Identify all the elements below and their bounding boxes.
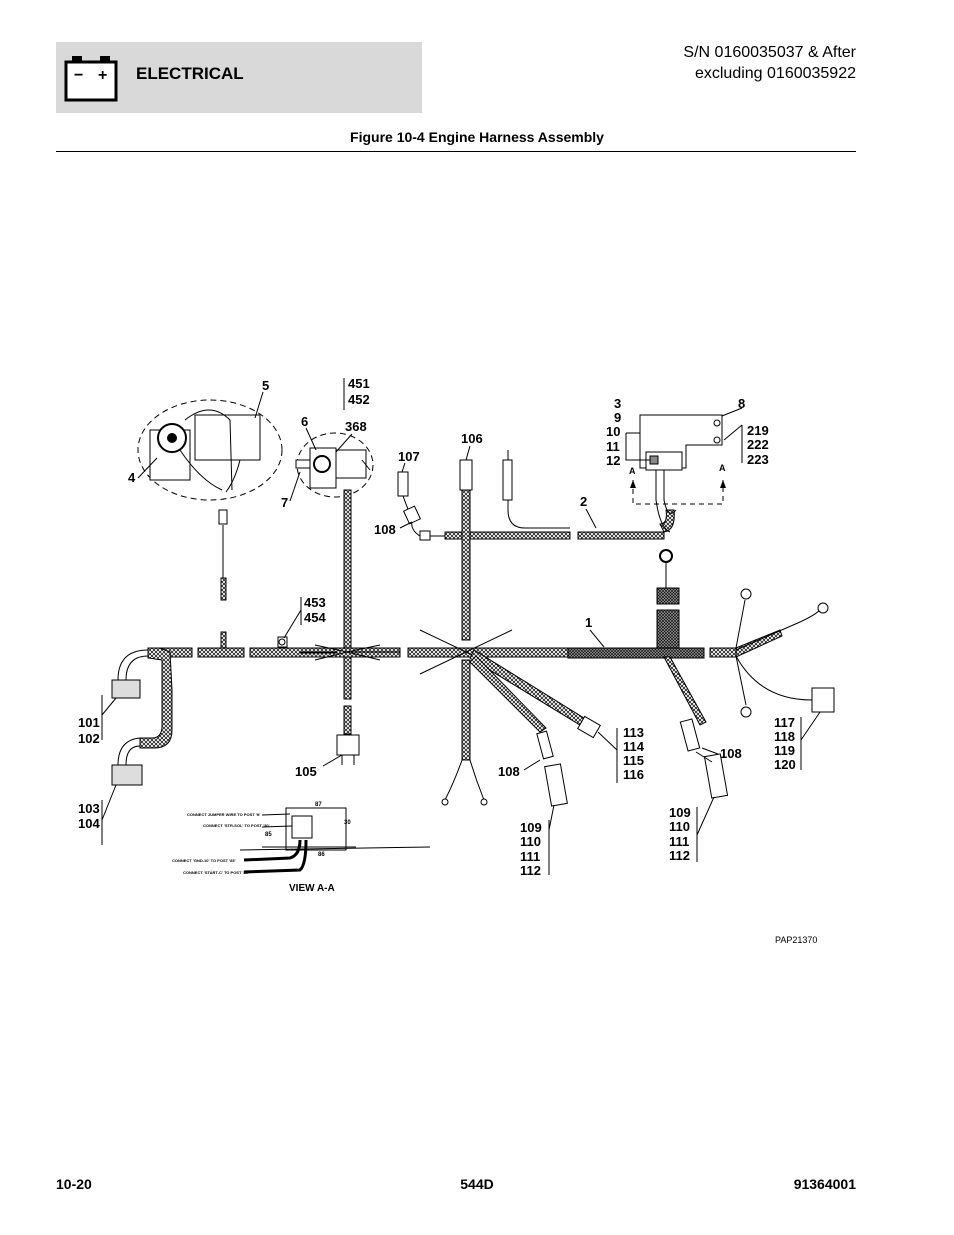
engine-harness-diagram: CONNECT JUMPER WIRE TO POST 'tt' CONNECT… [78,376,835,945]
post-30-label: 30 [344,820,351,826]
leader-lines [101,378,821,875]
drawing-number: PAP21370 [775,935,817,945]
ring-terminal-branch [656,549,680,649]
callout-110-right: 110 [669,819,690,834]
callout-105: 105 [295,764,317,779]
callout-223: 223 [747,452,769,467]
serial-line-2: excluding 0160035922 [694,65,856,82]
sensor-detail-4-5 [137,399,283,501]
callout-116: 116 [623,767,644,782]
right-fanout [735,588,835,718]
callout-108-mid: 108 [498,764,520,779]
callout-453: 453 [304,595,326,610]
callout-3: 3 [614,396,621,411]
battery-plus: + [98,67,107,84]
callout-1: 1 [585,615,592,630]
callout-219: 219 [747,423,769,438]
callout-108-top: 108 [374,522,396,537]
callout-8: 8 [738,396,745,411]
callout-109-right: 109 [669,805,691,820]
callout-104: 104 [78,816,100,831]
callout-110-left: 110 [520,834,541,849]
callout-112-left: 112 [520,863,541,878]
callout-452: 452 [348,392,370,407]
branch-106 [419,459,513,806]
model-number: 544D [460,1176,494,1192]
left-connector-branch [111,647,173,786]
callout-10: 10 [606,424,620,439]
callout-368: 368 [345,419,367,434]
serial-line-1: S/N 0160035037 & After [683,44,856,61]
callout-120: 120 [774,757,796,772]
callout-103: 103 [78,801,100,816]
view-note-jumper: CONNECT JUMPER WIRE TO POST 'tt' [187,812,260,817]
callout-2: 2 [580,494,587,509]
callout-106: 106 [461,431,483,446]
callout-101: 101 [78,715,100,730]
callout-107: 107 [398,449,420,464]
callout-12: 12 [606,453,620,468]
callout-454: 454 [304,610,326,625]
callout-5: 5 [262,378,269,393]
callout-109-left: 109 [520,820,542,835]
callout-102: 102 [78,731,100,746]
callout-11: 11 [606,439,620,454]
view-note-gnd: CONNECT 'GND-10' TO POST '85' [172,858,236,863]
branch-451 [299,489,400,765]
figure-title: Figure 10-4 Engine Harness Assembly [350,129,604,145]
view-a-a-detail: CONNECT JUMPER WIRE TO POST 'tt' CONNECT… [172,802,431,894]
callout-111-left: 111 [520,849,540,864]
callout-7: 7 [281,495,288,510]
branch-107 [397,471,665,541]
lower-right-branches [663,656,729,799]
post-86-label: 86 [318,852,325,858]
relay-detail-6-7 [295,432,374,498]
diagonal-branch-113 [469,649,601,807]
main-harness-trunk [147,647,737,659]
callout-451: 451 [348,376,370,391]
clip-453 [277,636,288,648]
view-note-str-sol: CONNECT 'STR-SOL' TO POST '30' [203,823,269,828]
mounting-bracket-8 [630,414,726,505]
page-number: 10-20 [56,1176,92,1192]
branch-to-bracket-8 [502,450,677,533]
callout-114: 114 [623,739,645,754]
callout-113: 113 [623,725,644,740]
callout-117: 117 [774,715,795,730]
post-87-label: 87 [315,802,322,808]
view-note-start: CONNECT 'START-C' TO POST '86' [183,870,249,875]
callout-119: 119 [774,743,795,758]
manual-part-number: 91364001 [793,1176,856,1192]
section-title: ELECTRICAL [136,64,244,83]
serial-range: S/N 0160035037 & After excluding 0160035… [683,42,856,84]
section-marker-left: A [629,466,636,476]
callout-112-right: 112 [669,848,690,863]
post-85-label: 85 [265,832,272,838]
callout-111-right: 111 [669,834,689,849]
callout-labels: 5 4 6 7 368 451 452 107 108 106 2 1 3 9 … [78,376,796,878]
callout-118: 118 [774,729,795,744]
header-rule [56,151,856,152]
branch-to-sensor-4 [218,509,228,649]
callout-115: 115 [623,753,644,768]
section-marker-right: A [719,463,726,473]
callout-4: 4 [128,470,136,485]
callout-6: 6 [301,414,308,429]
battery-icon: − + [64,56,118,102]
callout-222: 222 [747,437,769,452]
callout-108-right: 108 [720,746,742,761]
battery-minus: − [74,67,83,84]
view-label: VIEW A-A [289,883,335,894]
callout-9: 9 [614,410,621,425]
